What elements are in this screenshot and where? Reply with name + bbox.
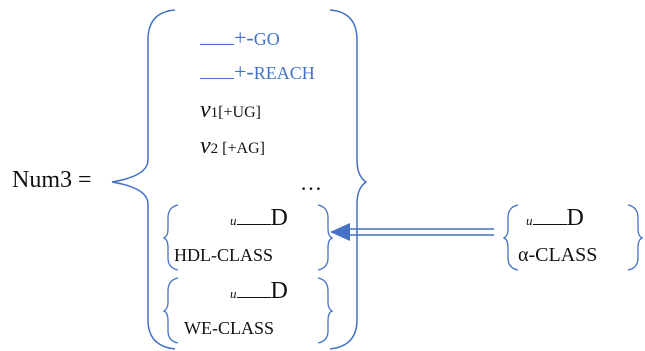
v1-sub: 1 — [210, 105, 219, 121]
blank-slot — [200, 28, 234, 45]
row-reach-text: REACH — [253, 63, 315, 83]
double-arrow — [346, 228, 494, 236]
alpha-left-bracket — [502, 204, 519, 271]
alpha-right-bracket — [627, 204, 644, 271]
row-go-text: GO — [253, 29, 280, 49]
ellipsis: … — [300, 170, 322, 195]
we-left-bracket — [162, 277, 179, 344]
lhs-label: Num3 = — [12, 167, 92, 193]
row-v1: v1[+UG] — [200, 98, 261, 122]
hdl-class-label: HDL-CLASS — [174, 245, 274, 265]
we-right-bracket — [317, 277, 334, 344]
row-go: +-GO — [200, 26, 280, 50]
row-reach: +-REACH — [200, 60, 315, 84]
v2-var: v — [200, 133, 211, 159]
row-v2: v2 [+AG] — [200, 134, 265, 158]
hdl-left-bracket — [162, 204, 179, 271]
we-letter: D — [270, 278, 288, 304]
hdl-letter: D — [270, 205, 288, 231]
alpha-letter: D — [566, 205, 584, 231]
v1-var: v — [200, 97, 211, 123]
alpha-sup: u — [526, 213, 533, 228]
blank-slot — [236, 279, 271, 298]
v1-feature: [+UG] — [218, 104, 261, 121]
v2-sub: 2 — [210, 141, 219, 157]
hdl-sup: u — [230, 213, 237, 228]
big-right-brace — [329, 9, 368, 350]
blank-slot — [200, 62, 234, 79]
we-class-label: WE-CLASS — [184, 318, 274, 338]
v2-feature: [+AG] — [222, 140, 265, 157]
blank-slot — [236, 206, 271, 225]
blank-slot — [532, 206, 567, 225]
alpha-class-label: α-CLASS — [518, 244, 598, 266]
we-sup: u — [230, 286, 237, 301]
big-left-brace — [111, 9, 176, 350]
hdl-right-bracket — [317, 204, 334, 271]
arrow-head — [330, 223, 350, 241]
